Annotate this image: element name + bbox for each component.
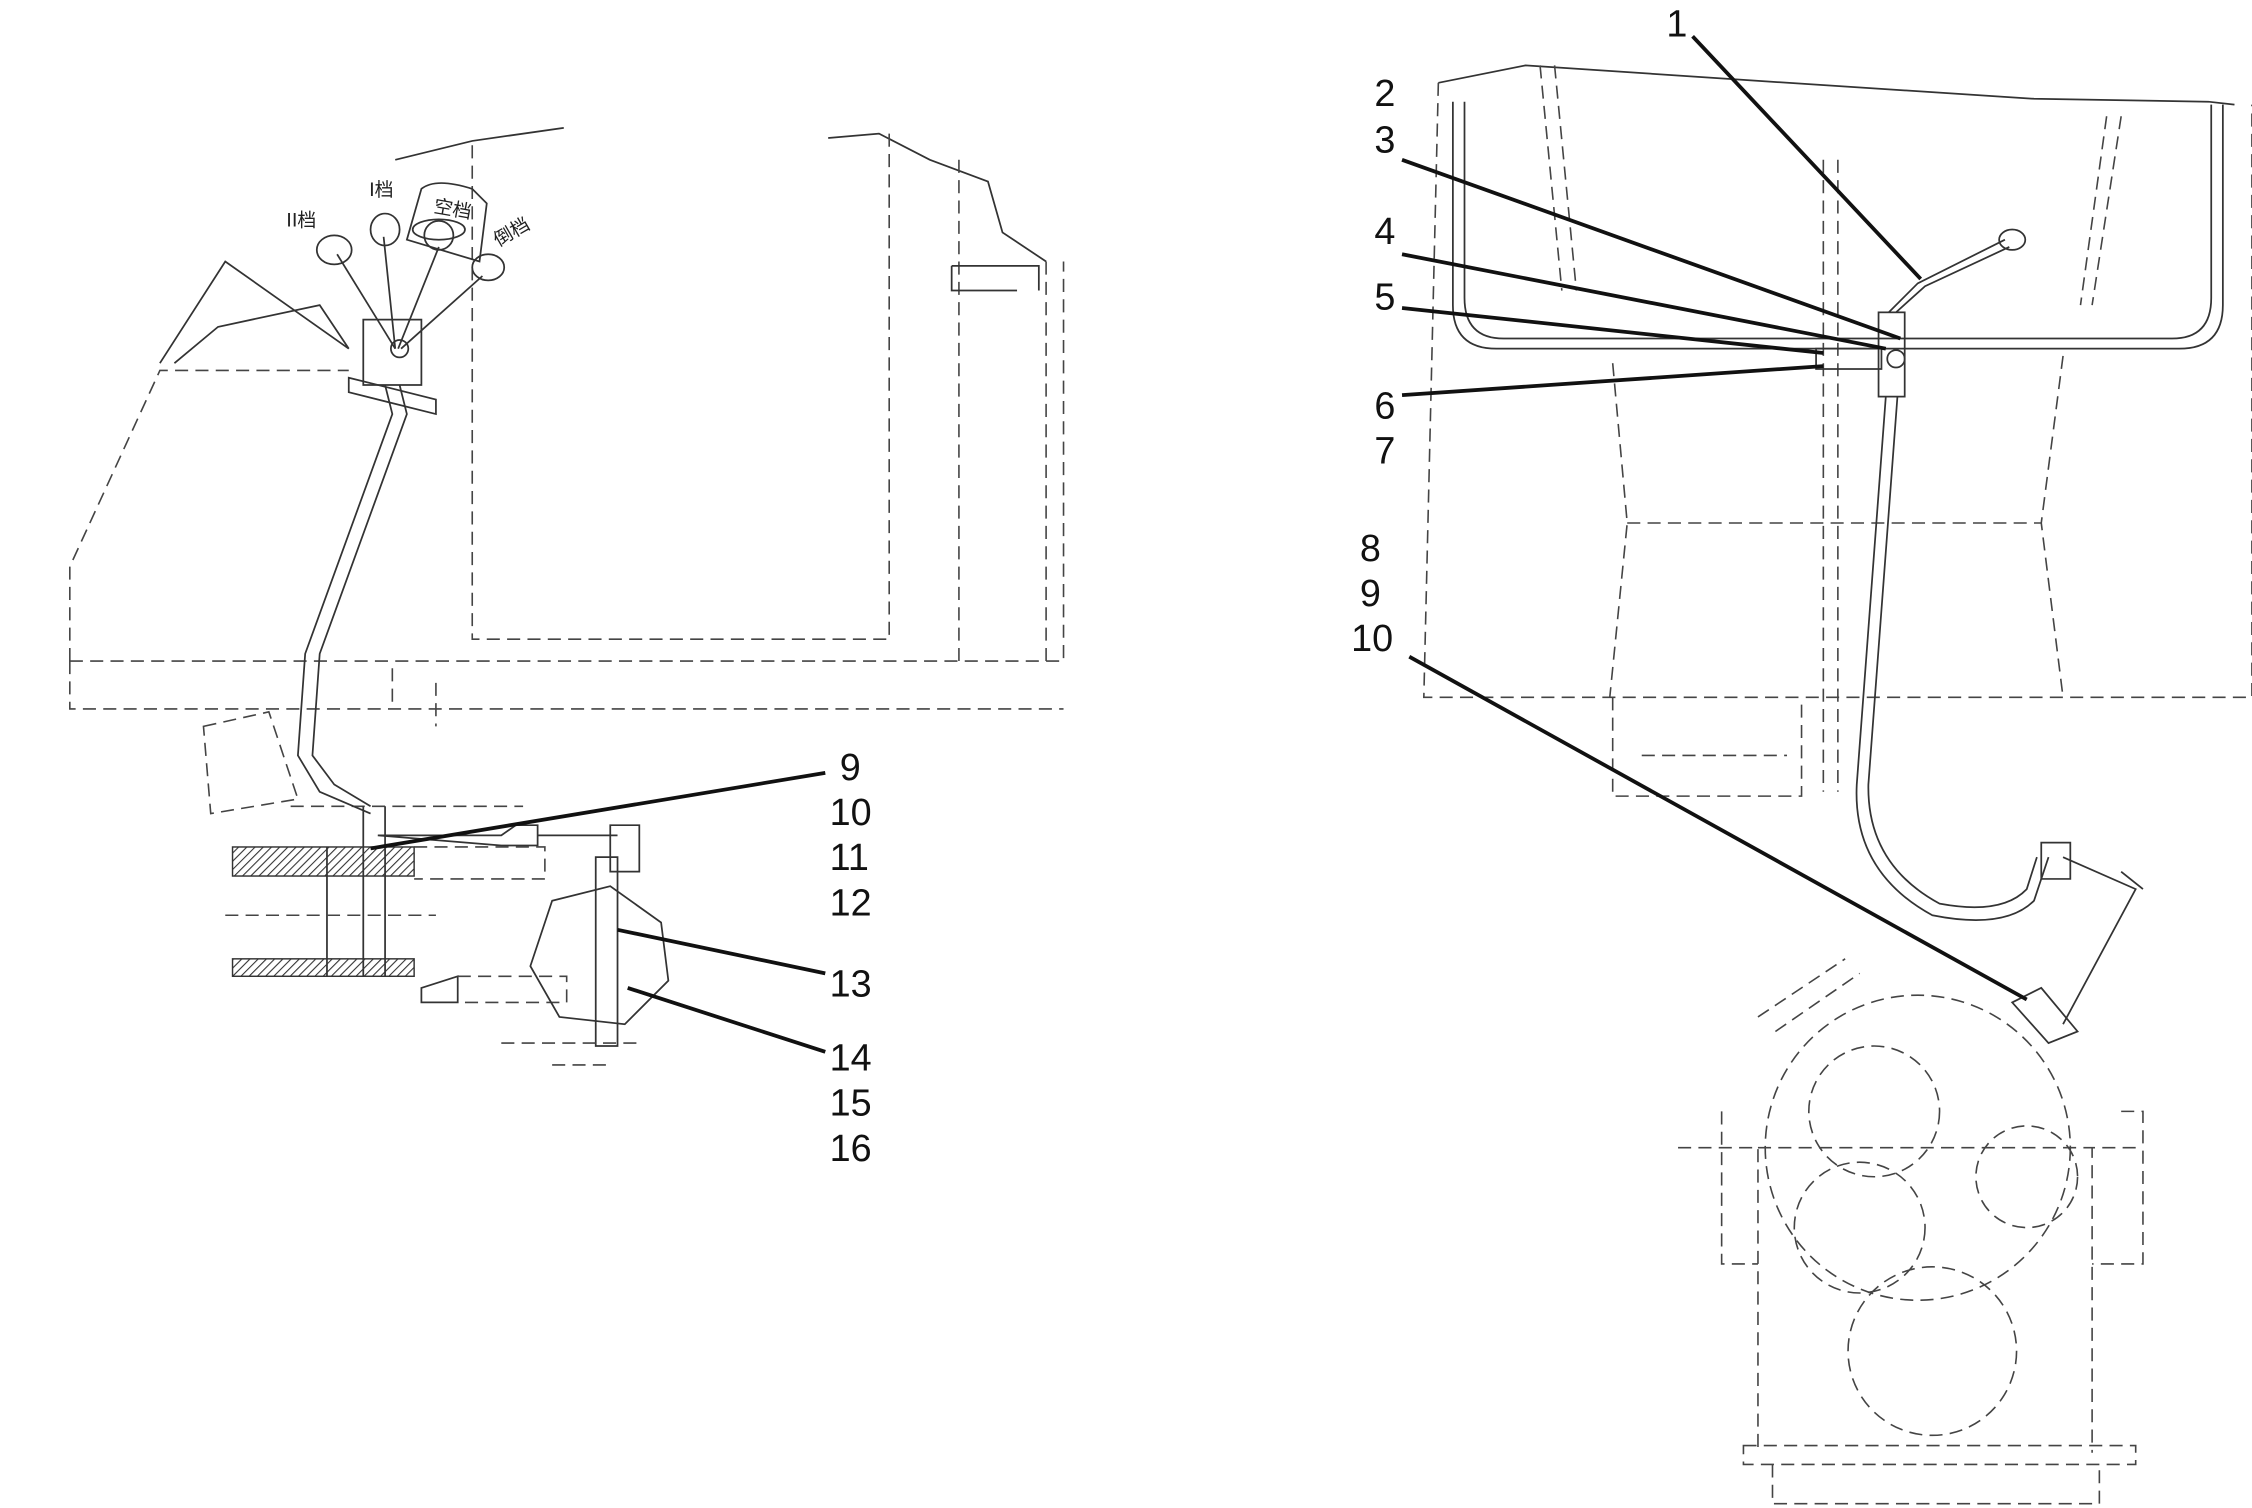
callout-9-right: 9 xyxy=(1360,573,1381,615)
callout-16: 16 xyxy=(830,1128,872,1170)
seat-and-cab-outline xyxy=(1423,64,2252,797)
right-view: 1 2 3 4 5 6 7 8 9 10 xyxy=(1351,3,2252,1505)
callout-8: 8 xyxy=(1360,528,1381,570)
gearbox-outline xyxy=(1678,958,2144,1505)
gearbox-section xyxy=(225,806,670,1066)
left-leader-lines xyxy=(370,771,826,1054)
callout-6: 6 xyxy=(1374,385,1395,427)
callout-7: 7 xyxy=(1374,430,1395,472)
callout-15: 15 xyxy=(830,1083,872,1125)
callout-10: 10 xyxy=(830,792,872,834)
shift-lever-assembly xyxy=(1815,228,2144,1045)
callout-9: 9 xyxy=(840,747,861,789)
callout-2: 2 xyxy=(1374,73,1395,115)
gear-label-reverse: 倒档 xyxy=(490,213,534,251)
callout-3: 3 xyxy=(1374,120,1395,162)
right-callout-numbers: 1 2 3 4 5 6 7 8 9 10 xyxy=(1351,3,1687,660)
callout-1: 1 xyxy=(1666,3,1687,45)
cab-outline xyxy=(69,126,1065,815)
callout-11: 11 xyxy=(830,837,869,879)
callout-10-right: 10 xyxy=(1351,618,1393,660)
gear-label-second: II档 xyxy=(286,210,316,232)
callout-12: 12 xyxy=(830,882,872,924)
callout-14: 14 xyxy=(830,1038,872,1080)
shift-console xyxy=(159,260,437,815)
gear-levers xyxy=(315,182,506,350)
left-view: II档 I档 空档 倒档 9 10 11 12 13 14 xyxy=(69,126,1065,1170)
left-callout-numbers: 9 10 11 12 13 14 15 16 xyxy=(830,747,872,1170)
callout-5: 5 xyxy=(1374,276,1395,318)
callout-4: 4 xyxy=(1374,211,1395,253)
gear-label-first: I档 xyxy=(369,179,393,201)
callout-13: 13 xyxy=(830,964,872,1006)
right-leader-lines xyxy=(1401,35,2028,1002)
